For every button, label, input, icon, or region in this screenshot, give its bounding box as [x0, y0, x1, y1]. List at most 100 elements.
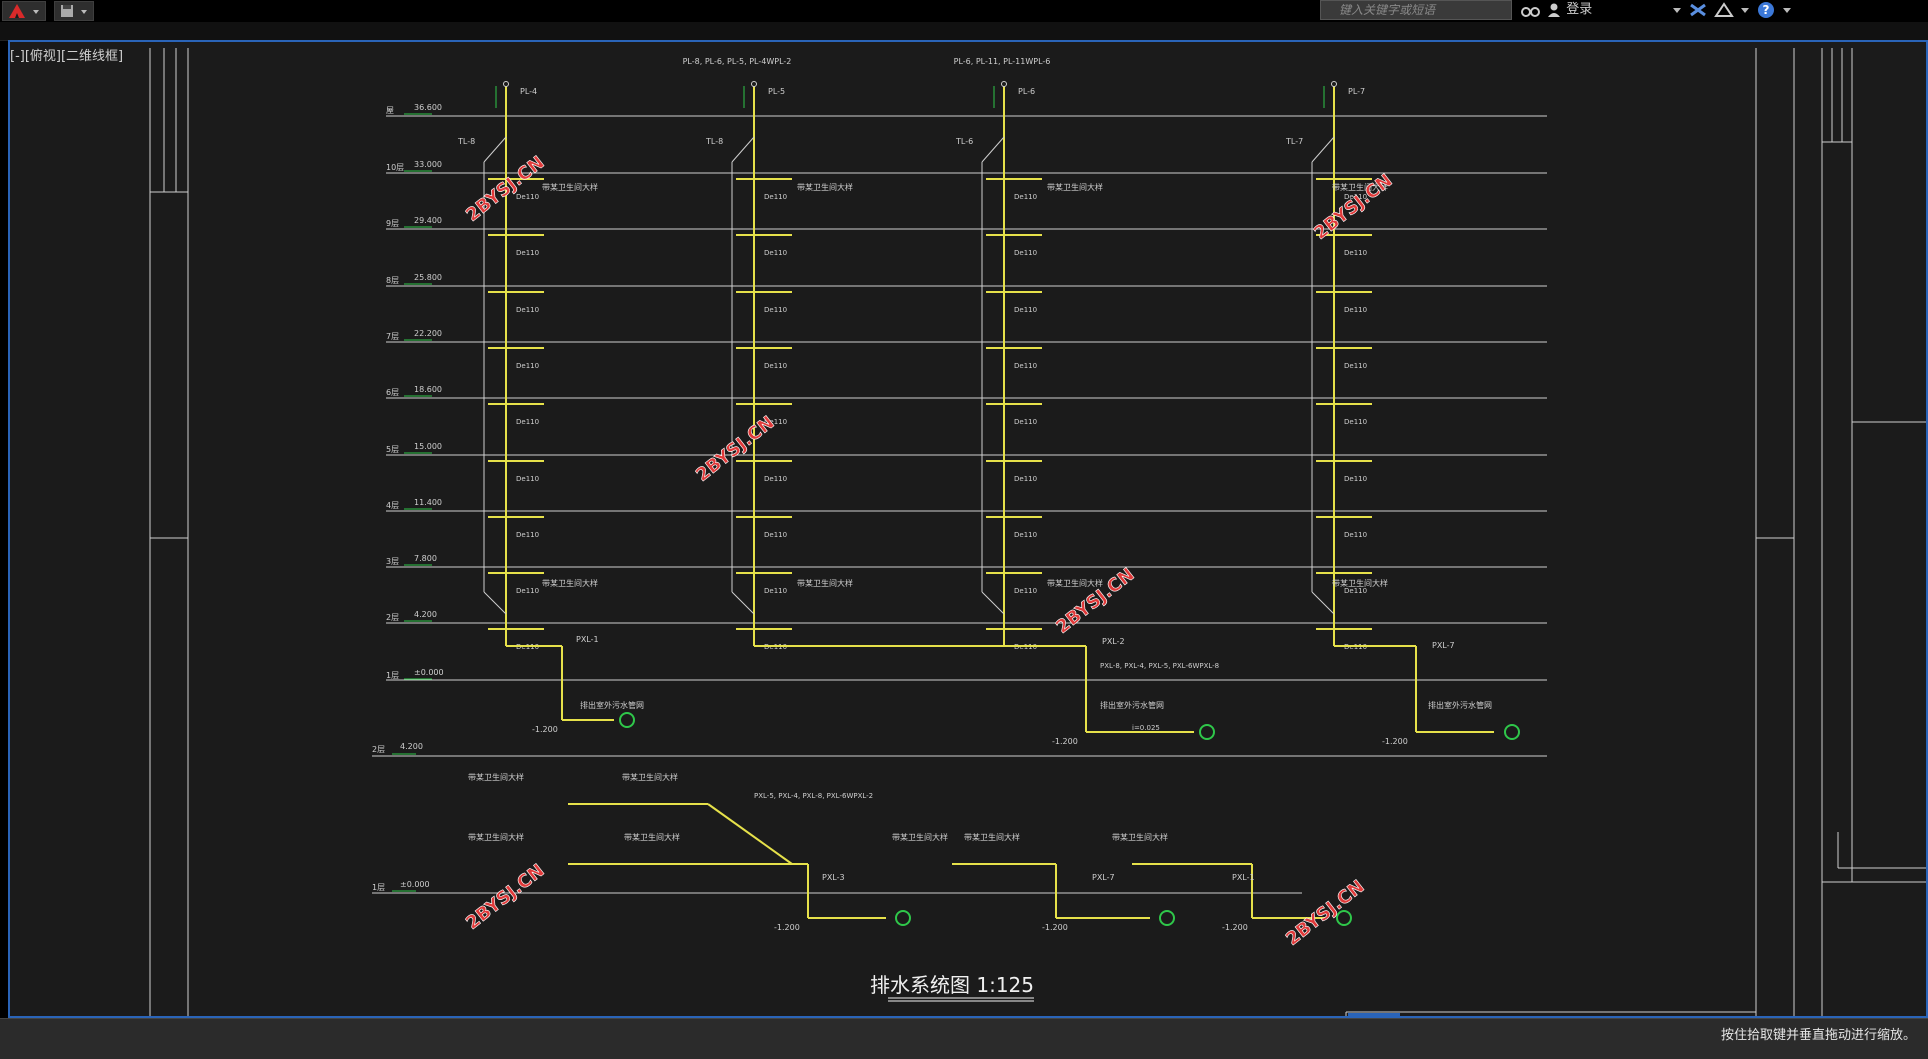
vent-connector — [483, 591, 507, 615]
pipe-size-label: De110 — [1344, 362, 1367, 370]
fixture-label: 带某卫生间大样 — [1112, 832, 1168, 842]
fixture-label: 带某卫生间大样 — [622, 772, 678, 782]
pipe-size-label: De110 — [764, 418, 787, 426]
watermark-text: 2BYSJ.CN — [1282, 876, 1368, 950]
floor-name: 7层 — [386, 332, 399, 341]
fixture-label: 带某卫生间大样 — [797, 578, 853, 588]
vent-cap — [751, 81, 757, 87]
stack-label: PL-6 — [1018, 87, 1035, 96]
login-label[interactable]: 登录 — [1566, 2, 1593, 17]
save-icon — [61, 5, 87, 17]
branch-label: PXL-1 — [576, 635, 599, 644]
status-message: 按住拾取键并垂直拖动进行缩放。 — [1720, 1028, 1916, 1043]
pipe-size-label: De110 — [1344, 306, 1367, 314]
vent-connector — [483, 136, 507, 163]
pipe-size-label: De110 — [764, 587, 787, 595]
fixture-label: 带某卫生间大样 — [624, 832, 680, 842]
floor-elevation: 4.200 — [414, 610, 437, 619]
depth-label: -1.200 — [1052, 737, 1078, 746]
fixture-label: 带某卫生间大样 — [468, 832, 524, 842]
vent-connector — [731, 591, 755, 615]
fixture-label: 带某卫生间大样 — [468, 772, 524, 782]
pipe-size-label: De110 — [764, 193, 787, 201]
vent-label: TL-7 — [1285, 137, 1303, 146]
pipe-size-label: De110 — [764, 531, 787, 539]
exchange-icon[interactable] — [1687, 2, 1709, 18]
pipe-size-label: De110 — [1344, 249, 1367, 257]
pipe-size-label: De110 — [1014, 475, 1037, 483]
pipe-size-label: De110 — [1014, 249, 1037, 257]
pipe-size-label: De110 — [1014, 306, 1037, 314]
floor-elevation: 15.000 — [414, 442, 442, 451]
watermark-text: 2BYSJ.CN — [1052, 564, 1138, 638]
floor-name: 6层 — [386, 388, 399, 397]
floor-name: 4层 — [386, 501, 399, 510]
pipe-size-label: De110 — [516, 362, 539, 370]
floor-elevation: 22.200 — [414, 329, 442, 338]
floor-name: 1层 — [372, 883, 385, 892]
chevron-down-icon[interactable] — [1739, 2, 1751, 18]
manhole-symbol — [895, 910, 911, 926]
branch-label: PXL-7 — [1432, 641, 1455, 650]
floor-name: 1层 — [386, 671, 399, 680]
chevron-down-icon[interactable] — [1671, 2, 1683, 18]
viewport-controls[interactable]: [-][俯视][二维线框] — [10, 49, 124, 64]
pipe-size-label: De110 — [764, 249, 787, 257]
floor-elevation: ±0.000 — [400, 880, 430, 889]
floor-name: 屋 — [386, 106, 394, 115]
pipe-size-label: De110 — [1014, 362, 1037, 370]
manhole-symbol — [1159, 910, 1175, 926]
autocad-logo-icon — [9, 4, 39, 18]
vent-connector — [1311, 136, 1335, 163]
pipe-size-label: De110 — [1014, 587, 1037, 595]
floor-elevation: 25.800 — [414, 273, 442, 282]
title-block-highlight — [1348, 1013, 1400, 1016]
fixture-label: 带某卫生间大样 — [797, 182, 853, 192]
pipe-size-label: De110 — [516, 531, 539, 539]
pipe-size-label: De110 — [1344, 193, 1367, 201]
fixture-label: 带某卫生间大样 — [542, 578, 598, 588]
pipe-size-label: De110 — [764, 306, 787, 314]
pipe-size-label: De110 — [516, 193, 539, 201]
vent-cap — [1331, 81, 1337, 87]
vent-cap — [1001, 81, 1007, 87]
floor-elevation: 29.400 — [414, 216, 442, 225]
pipe-size-label: De110 — [1344, 531, 1367, 539]
pipe-size-label: De110 — [1014, 531, 1037, 539]
top-note: PL-6, PL-11, PL-11WPL-6 — [954, 57, 1051, 66]
branch-note: PXL-8, PXL-4, PXL-5, PXL-6WPXL-8 — [1100, 662, 1219, 670]
login-area[interactable]: 登录 ? — [1520, 0, 1793, 20]
pipe-size-label: De110 — [1344, 587, 1367, 595]
floor-elevation: ±0.000 — [414, 668, 444, 677]
fixture-label: 带某卫生间大样 — [542, 182, 598, 192]
fixture-label: 带某卫生间大样 — [1332, 578, 1388, 588]
vent-label: TL-6 — [955, 137, 973, 146]
svg-text:?: ? — [1763, 3, 1770, 17]
autodesk-360-icon[interactable] — [1713, 1, 1735, 18]
top-note: PL-8, PL-6, PL-5, PL-4WPL-2 — [683, 57, 792, 66]
title-bar: 键入关键字或短语 登录 ? — [0, 0, 1928, 22]
chevron-down-icon[interactable] — [1781, 2, 1793, 18]
floor-name: 2层 — [386, 613, 399, 622]
search-input[interactable]: 键入关键字或短语 — [1320, 0, 1512, 20]
floor-elevation: 33.000 — [414, 160, 442, 169]
slope-label: i=0.025 — [1132, 724, 1160, 732]
floor-elevation: 11.400 — [414, 498, 442, 507]
branch-label: PXL-1 — [1232, 873, 1255, 882]
pipe-size-label: De110 — [516, 587, 539, 595]
branch-label: PXL-7 — [1092, 873, 1115, 882]
user-icon — [1548, 3, 1561, 17]
pipe-size-label: De110 — [516, 475, 539, 483]
outlet-label: 排出室外污水管网 — [1428, 700, 1492, 710]
watermark-text: 2BYSJ.CN — [1310, 170, 1396, 244]
application-menu-button[interactable] — [2, 1, 46, 21]
quick-access-toolbar[interactable] — [54, 1, 94, 21]
branch-label: PXL-2 — [1102, 637, 1125, 646]
help-icon[interactable]: ? — [1755, 1, 1777, 19]
floor-elevation: 7.800 — [414, 554, 437, 563]
floor-name: 3层 — [386, 557, 399, 566]
binoculars-icon[interactable] — [1520, 2, 1542, 18]
vent-label: TL-8 — [705, 137, 723, 146]
vent-connector — [981, 136, 1005, 163]
